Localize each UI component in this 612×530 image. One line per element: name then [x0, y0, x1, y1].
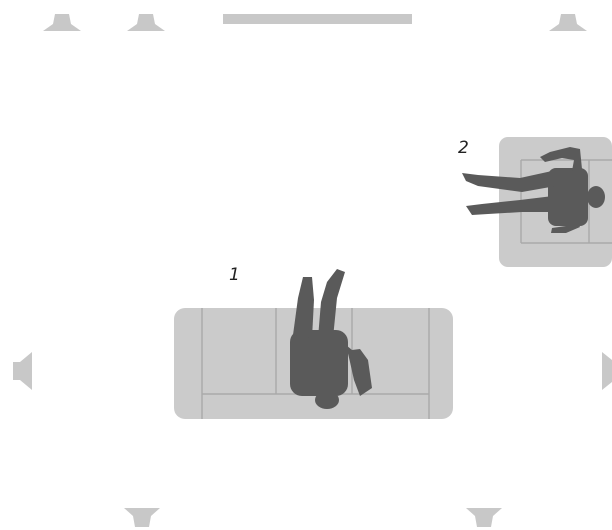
armchair-seat-label: 2	[458, 138, 469, 158]
side-left-speaker-icon	[13, 352, 32, 390]
front-left-speaker-icon	[43, 14, 81, 31]
rear-left-speaker-icon	[124, 508, 160, 527]
front-speakers	[43, 14, 587, 31]
front-right-speaker-icon	[549, 14, 587, 31]
sofa-seat-label: 1	[229, 265, 240, 285]
person-seated-armchair-icon	[462, 147, 605, 233]
rear-right-speaker-icon	[466, 508, 502, 527]
front-center-speaker-icon	[127, 14, 165, 31]
side-right-speaker-icon	[602, 352, 612, 390]
armchair: 2	[458, 137, 612, 267]
person-seated-sofa-icon	[290, 269, 372, 409]
sofa: 1	[174, 265, 453, 419]
soundbar-icon	[223, 14, 412, 24]
